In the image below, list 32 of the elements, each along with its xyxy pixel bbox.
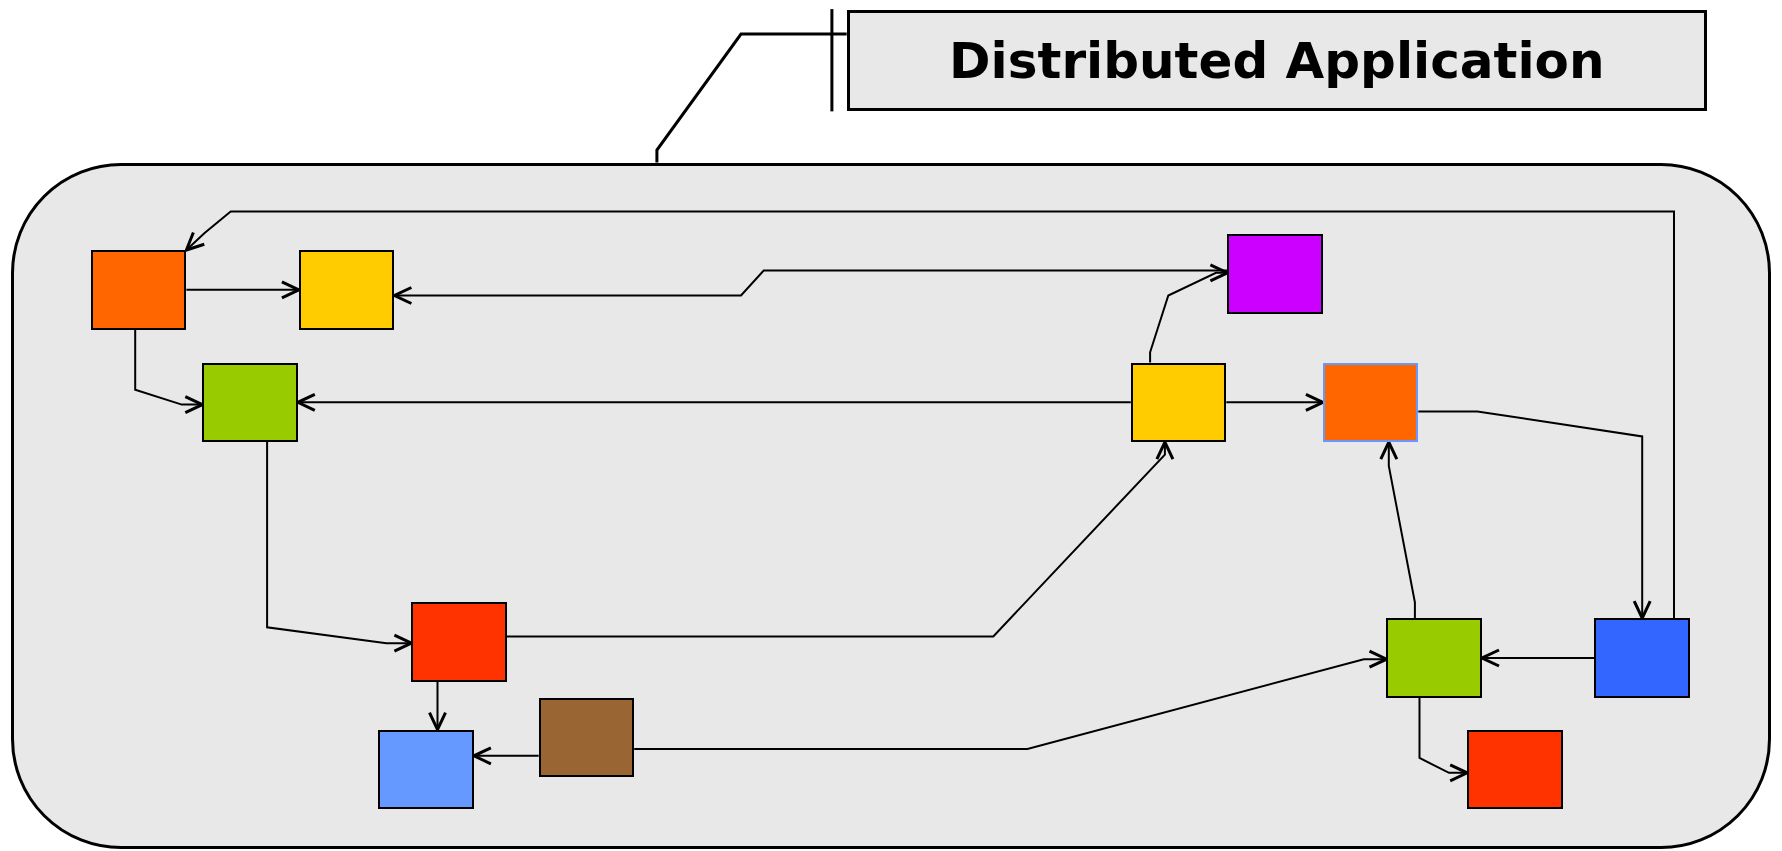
leader-line xyxy=(655,32,847,163)
title-text: Distributed Application xyxy=(949,31,1605,90)
component-box xyxy=(378,729,474,810)
arrow xyxy=(472,746,540,766)
component-box xyxy=(90,250,187,330)
component-box xyxy=(1227,234,1323,314)
arrow xyxy=(1480,648,1596,668)
arrow xyxy=(1417,410,1652,620)
arrow xyxy=(296,392,1132,412)
arrow xyxy=(633,649,1388,750)
component-box xyxy=(1467,729,1563,810)
component-box xyxy=(538,697,635,778)
arrow xyxy=(1225,392,1325,412)
component-box xyxy=(202,362,298,443)
arrow xyxy=(185,280,301,300)
component-box xyxy=(411,602,507,682)
component-box xyxy=(1386,618,1482,698)
arrow xyxy=(428,680,447,732)
component-box xyxy=(1322,362,1419,443)
arrow xyxy=(134,328,204,415)
arrow xyxy=(1149,263,1229,364)
component-box xyxy=(1130,362,1227,443)
arrow xyxy=(266,441,413,653)
component-box xyxy=(298,250,395,330)
arrow xyxy=(505,440,1175,638)
application-frame xyxy=(11,162,1771,849)
component-box xyxy=(1594,618,1690,698)
title-box xyxy=(846,10,1707,112)
arrow xyxy=(1418,696,1469,783)
arrow xyxy=(184,210,1675,620)
arrow xyxy=(1379,440,1416,620)
arrow xyxy=(392,269,1229,305)
